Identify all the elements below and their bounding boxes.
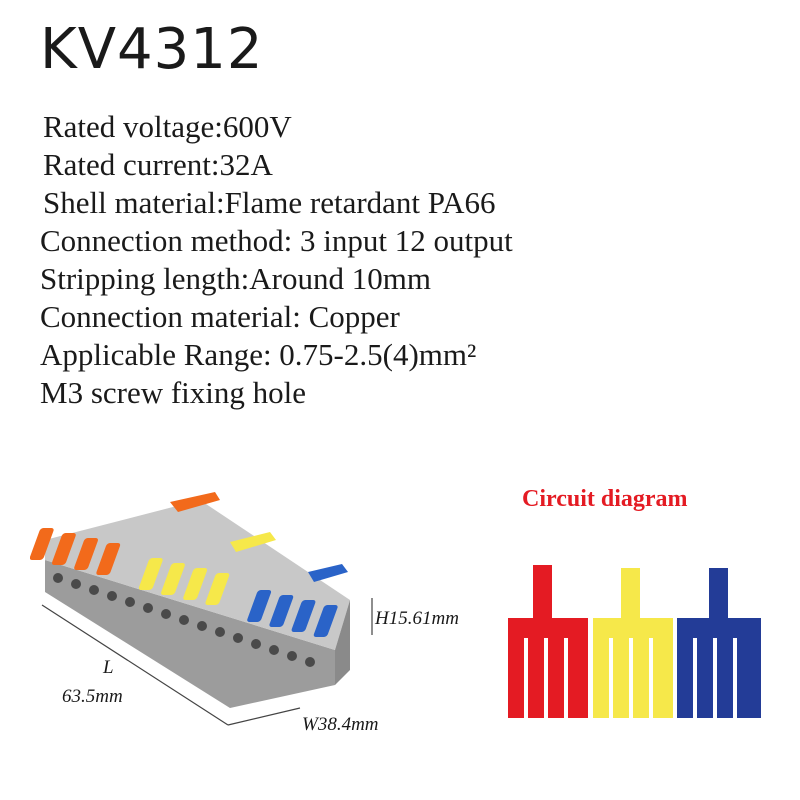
circuit-red-group: [508, 565, 588, 718]
width-dimension: W38.4mm: [302, 714, 379, 735]
dimension-lines: [41, 598, 373, 726]
circuit-diagram: [508, 565, 761, 718]
spec-stripping-length: Stripping length:Around 10mm: [40, 261, 431, 296]
connector-product-image: [30, 492, 373, 726]
length-label: L: [103, 657, 114, 678]
product-title: KV4312: [40, 17, 264, 82]
connector-body-right: [335, 600, 350, 685]
spec-shell-material: Shell material:Flame retardant PA66: [43, 185, 496, 220]
circuit-blue-group: [677, 568, 761, 718]
circuit-diagram-title: Circuit diagram: [522, 486, 688, 512]
spec-rated-voltage: Rated voltage:600V: [43, 109, 292, 144]
spec-connection-material: Connection material: Copper: [40, 299, 400, 334]
spec-screw-hole: M3 screw fixing hole: [40, 375, 307, 410]
height-dimension: H15.61mm: [375, 608, 459, 629]
orange-levers: [30, 492, 220, 575]
circuit-yellow-group: [593, 568, 673, 718]
yellow-levers: [138, 532, 276, 605]
wire-holes: [53, 573, 315, 667]
spec-rated-current: Rated current:32A: [43, 147, 273, 182]
spec-connection-method: Connection method: 3 input 12 output: [40, 223, 513, 258]
blue-levers: [247, 564, 348, 637]
spec-applicable-range: Applicable Range: 0.75-2.5(4)mm²: [40, 337, 477, 372]
connector-body-front: [45, 560, 335, 708]
length-dimension: 63.5mm: [62, 686, 123, 707]
spec-list: Rated voltage:600V Rated current:32A She…: [40, 108, 513, 412]
